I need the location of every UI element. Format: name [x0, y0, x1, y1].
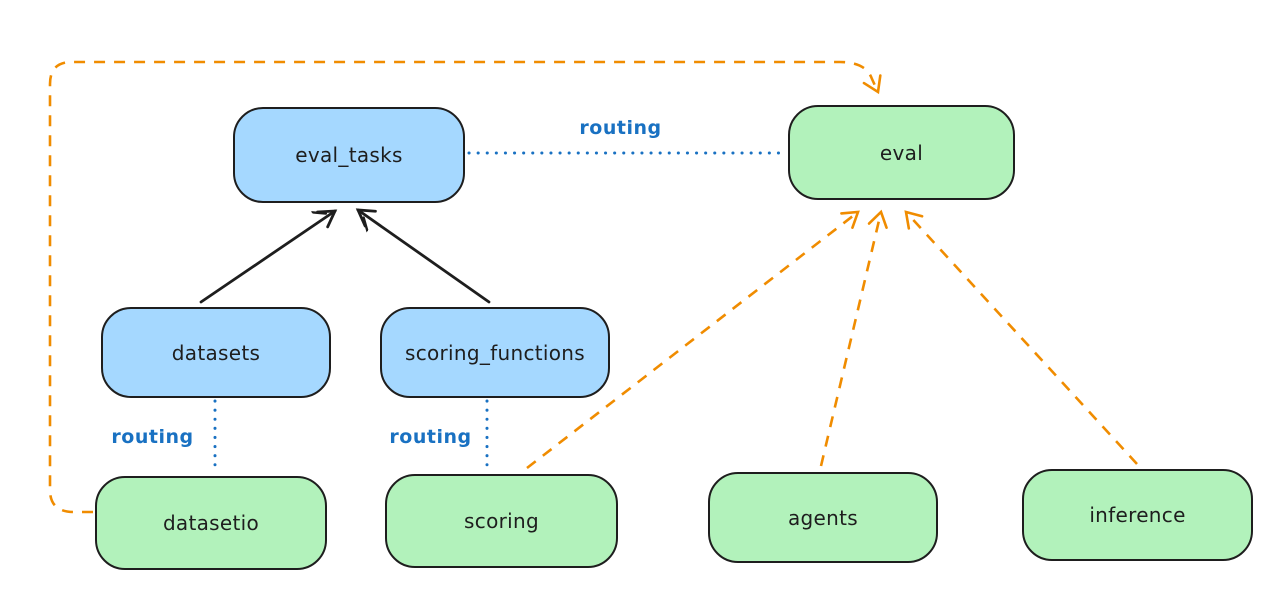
node-inference-label: inference: [1089, 503, 1186, 527]
node-datasets-label: datasets: [171, 340, 261, 365]
node-datasetio-label: datasetio: [162, 511, 260, 535]
edge-inference-to-eval: [904, 210, 1138, 465]
node-eval-tasks-label: eval_tasks: [295, 143, 403, 167]
routing-label-scoring-functions-scoring: routing: [389, 426, 472, 448]
edge-scoring-functions-to-eval-tasks: [358, 210, 491, 304]
node-scoring: scoring: [385, 474, 618, 568]
node-eval: eval: [788, 105, 1015, 200]
edge-datasetio-to-eval: [48, 60, 882, 514]
node-inference: inference: [1022, 469, 1253, 561]
node-datasetio: datasetio: [95, 476, 327, 570]
edge-agents-to-eval: [819, 209, 888, 467]
routing-label-eval-tasks-eval: routing: [579, 117, 662, 139]
edge-datasets-to-eval-tasks: [199, 211, 335, 304]
node-scoring-label: scoring: [464, 509, 539, 533]
node-datasets: datasets: [101, 307, 331, 398]
node-agents: agents: [708, 472, 938, 563]
node-eval-label: eval: [879, 140, 924, 165]
node-scoring-functions: scoring_functions: [380, 307, 610, 398]
node-eval-tasks: eval_tasks: [233, 107, 465, 203]
routing-label-datasets-datasetio: routing: [111, 426, 194, 448]
edge-scoring-to-eval: [526, 210, 860, 470]
node-scoring-functions-label: scoring_functions: [404, 340, 586, 365]
node-agents-label: agents: [788, 505, 858, 530]
